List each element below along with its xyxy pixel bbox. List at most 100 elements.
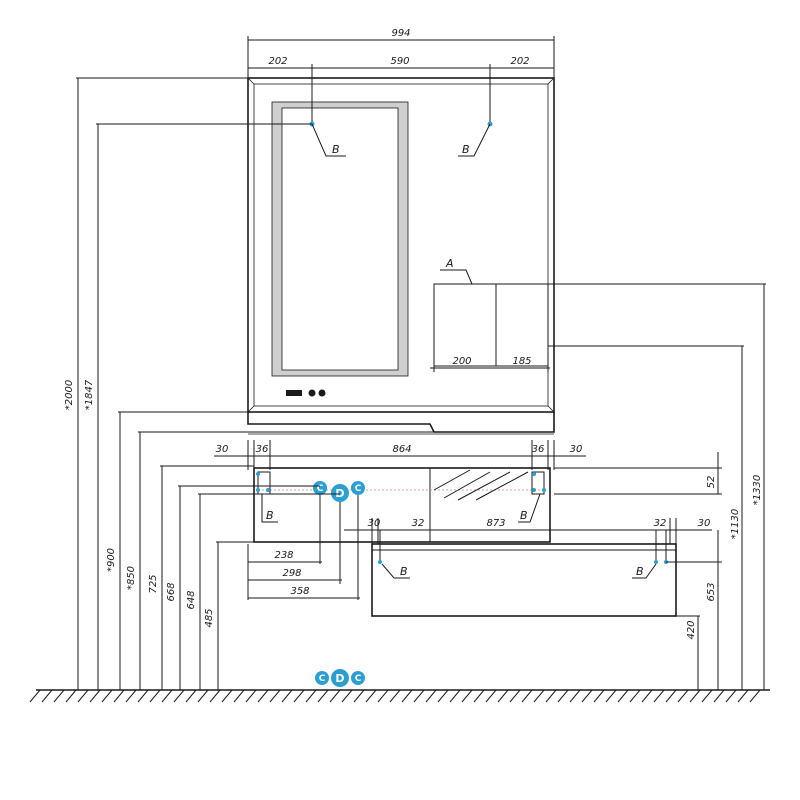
- dim-vanity-right-gap: 30: [570, 444, 583, 455]
- vanity-top: [247, 412, 555, 435]
- dim-height-668: 668: [166, 582, 177, 601]
- label-b: B: [400, 565, 408, 578]
- floor-hatch-line: [461, 689, 473, 703]
- dim-height-725: 725: [148, 574, 159, 593]
- switch-panel: [286, 389, 326, 397]
- floor-hatch-line: [101, 689, 113, 703]
- floor-hatch-line: [137, 689, 149, 703]
- dim-vanity-left-side: 36: [256, 444, 269, 455]
- dim-vanity-top-width: 864: [392, 444, 411, 455]
- floor-hatch-line: [77, 689, 89, 703]
- floor-hatch-line: [233, 689, 245, 703]
- floor-hatch-line: [173, 689, 185, 703]
- floor-hatch-line: [653, 689, 665, 703]
- floor-hatch-line: [521, 689, 533, 703]
- floor-hatch-line: [749, 689, 761, 703]
- pipe-dimensions: 238 298 358: [247, 495, 360, 600]
- dim-pipe-c2: 358: [290, 586, 309, 597]
- floor-hatch-line: [533, 689, 545, 703]
- dim-drawer-left-side: 32: [412, 518, 425, 529]
- floor-hatch-line: [185, 689, 197, 703]
- floor-hatch-line: [53, 689, 65, 703]
- dim-overall-width: 994: [391, 28, 410, 39]
- floor-hatch-line: [113, 689, 125, 703]
- floor-hatch-line: [605, 689, 617, 703]
- dim-height-1130: *1130: [730, 509, 741, 539]
- label-b: B: [462, 143, 470, 156]
- floor-hatch-line: [569, 689, 581, 703]
- floor-hatch-line: [581, 689, 593, 703]
- vanity-mount-points: B B: [256, 472, 546, 523]
- dim-shelf-left: 200: [452, 356, 471, 367]
- dim-left-offset: 202: [268, 56, 287, 67]
- vanity-dimensions: 30 36 864 36 30: [214, 440, 586, 470]
- svg-text:C: C: [317, 484, 324, 494]
- drawer-mount-points: B B: [378, 530, 668, 579]
- floor-hatch-line: [353, 689, 365, 703]
- label-b: B: [520, 509, 528, 522]
- dim-height-1330: *1330: [752, 475, 763, 505]
- floor-hatch-line: [641, 689, 653, 703]
- floor-hatch-line: [689, 689, 701, 703]
- floor-hatch-line: [509, 689, 521, 703]
- dim-height-653: 653: [706, 582, 717, 601]
- open-shelf: [433, 283, 549, 367]
- dim-vanity-left-gap: 30: [216, 444, 229, 455]
- dim-vanity-right-side: 36: [532, 444, 545, 455]
- floor-hatch-line: [89, 689, 101, 703]
- floor-hatch-line: [269, 689, 281, 703]
- dim-pipe-c: 238: [274, 550, 293, 561]
- dim-height-648: 648: [186, 590, 197, 609]
- floor-hatch-line: [737, 689, 749, 703]
- floor-hatch-line: [317, 689, 329, 703]
- floor-hatch-line: [281, 689, 293, 703]
- svg-text:C: C: [319, 674, 326, 684]
- floor-hatch-line: [557, 689, 569, 703]
- svg-text:C: C: [355, 674, 362, 684]
- dim-height-850: *850: [126, 566, 137, 590]
- floor-hatch-line: [725, 689, 737, 703]
- floor-hatch-line: [497, 689, 509, 703]
- dim-height-420: 420: [686, 620, 697, 639]
- floor-hatch-line: [701, 689, 713, 703]
- label-b: B: [266, 509, 274, 522]
- floor-hatch-line: [593, 689, 605, 703]
- dim-height-52: 52: [706, 476, 717, 489]
- floor-hatch-line: [629, 689, 641, 703]
- floor-hatch-line: [401, 689, 413, 703]
- pipe-badges-floor: C D C: [315, 669, 365, 687]
- mirror-panel: [271, 101, 409, 377]
- floor-hatch-line: [41, 689, 53, 703]
- svg-text:D: D: [335, 672, 344, 685]
- drawer-dimensions: 30 32 873 32 30: [344, 518, 712, 544]
- dim-pipe-d: 298: [282, 568, 301, 579]
- vanity-body: [253, 467, 551, 543]
- drawer-unit: [371, 543, 677, 617]
- top-dimensions: 994 202 590 202: [247, 28, 555, 124]
- floor-line: [29, 689, 770, 703]
- dim-shelf-right: 185: [512, 356, 531, 367]
- floor-hatch-line: [437, 689, 449, 703]
- floor-hatch-line: [257, 689, 269, 703]
- dim-height-900: *900: [106, 548, 117, 572]
- floor-hatch-line: [305, 689, 317, 703]
- floor-hatch-line: [125, 689, 137, 703]
- floor-hatch-line: [677, 689, 689, 703]
- floor-hatch-line: [221, 689, 233, 703]
- label-b: B: [636, 565, 644, 578]
- mirror-cabinet: [247, 77, 555, 413]
- dim-right-offset: 202: [510, 56, 529, 67]
- floor-hatch-line: [665, 689, 677, 703]
- dim-height-485: 485: [204, 608, 215, 627]
- mount-point-right: B: [458, 121, 493, 157]
- floor-hatch-line: [713, 689, 725, 703]
- floor-hatch-line: [365, 689, 377, 703]
- floor-hatch-line: [389, 689, 401, 703]
- dim-middle-span: 590: [390, 56, 409, 67]
- floor-hatch-line: [449, 689, 461, 703]
- dim-drawer-left-gap: 30: [368, 518, 381, 529]
- height-dimensions-right: *1330 *1130 52 653 420: [548, 283, 766, 690]
- svg-text:C: C: [355, 484, 362, 494]
- height-dimensions-left: *2000 *1847 *900 *850 725 668 648 485: [64, 77, 434, 690]
